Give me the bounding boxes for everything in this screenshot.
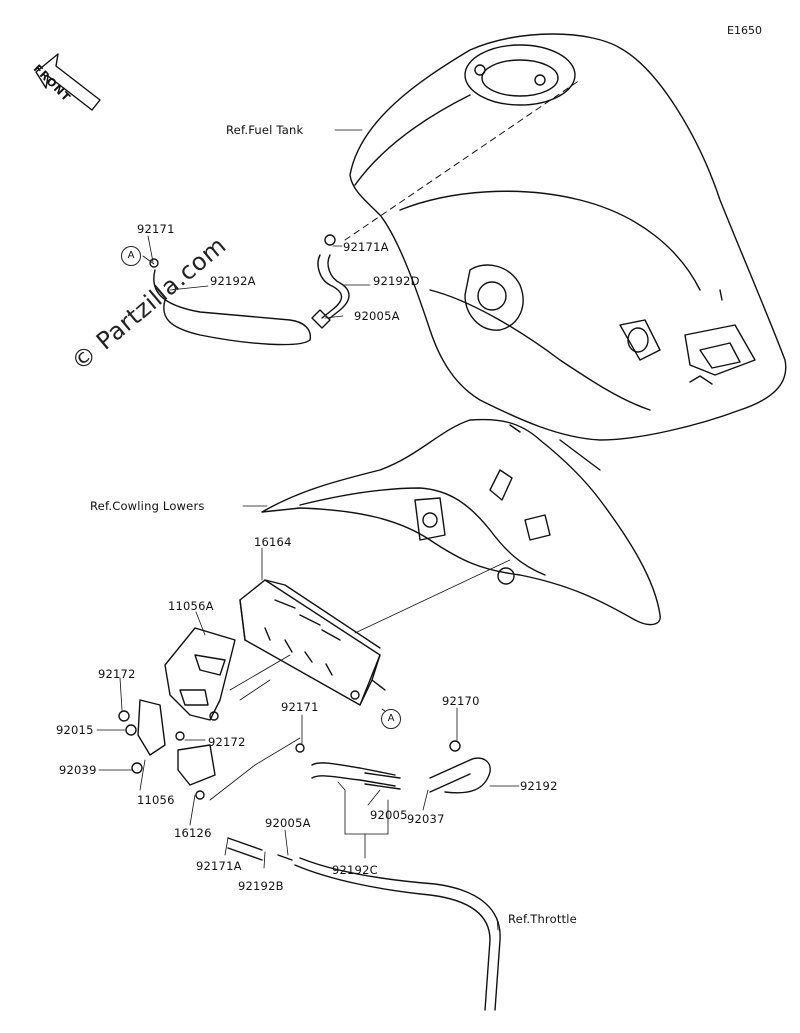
cowling-lower-outline [261,418,661,626]
callout-marker-a-lower: A [381,709,401,729]
part-92172-b: 92172 [208,735,246,749]
part-92005a-bottom: 92005A [265,816,311,830]
part-16126: 16126 [174,826,212,840]
part-92039: 92039 [59,763,97,777]
fuel-tank-outline [349,33,787,441]
part-92171a-top: 92171A [343,240,389,254]
part-92192: 92192 [520,779,558,793]
part-92005: 92005 [370,808,408,822]
part-92171a-bottom: 92171A [196,859,242,873]
part-92192d: 92192D [373,274,420,288]
part-92171-mid: 92171 [281,700,319,714]
front-arrow-icon [35,53,101,111]
part-11056a: 11056A [168,599,214,613]
bracket [164,627,236,721]
part-92172-a: 92172 [98,667,136,681]
part-92171-top: 92171 [137,222,175,236]
canister [239,579,386,706]
part-92192a: 92192A [210,274,256,288]
ref-cowling-lowers: Ref.Cowling Lowers [90,499,205,513]
valve [137,699,216,800]
upper-hose [149,234,350,346]
part-92192c: 92192C [332,863,378,877]
part-92005a-top: 92005A [354,309,400,323]
part-11056: 11056 [137,793,175,807]
diagram-code: E1650 [727,24,762,37]
callout-marker-a: A [121,246,141,266]
part-92192b: 92192B [238,879,284,893]
ref-throttle: Ref.Throttle [508,912,577,926]
part-92037: 92037 [407,812,445,826]
part-92015: 92015 [56,723,94,737]
part-16164: 16164 [254,535,292,549]
part-92170: 92170 [442,694,480,708]
ref-fuel-tank: Ref.Fuel Tank [226,123,304,137]
